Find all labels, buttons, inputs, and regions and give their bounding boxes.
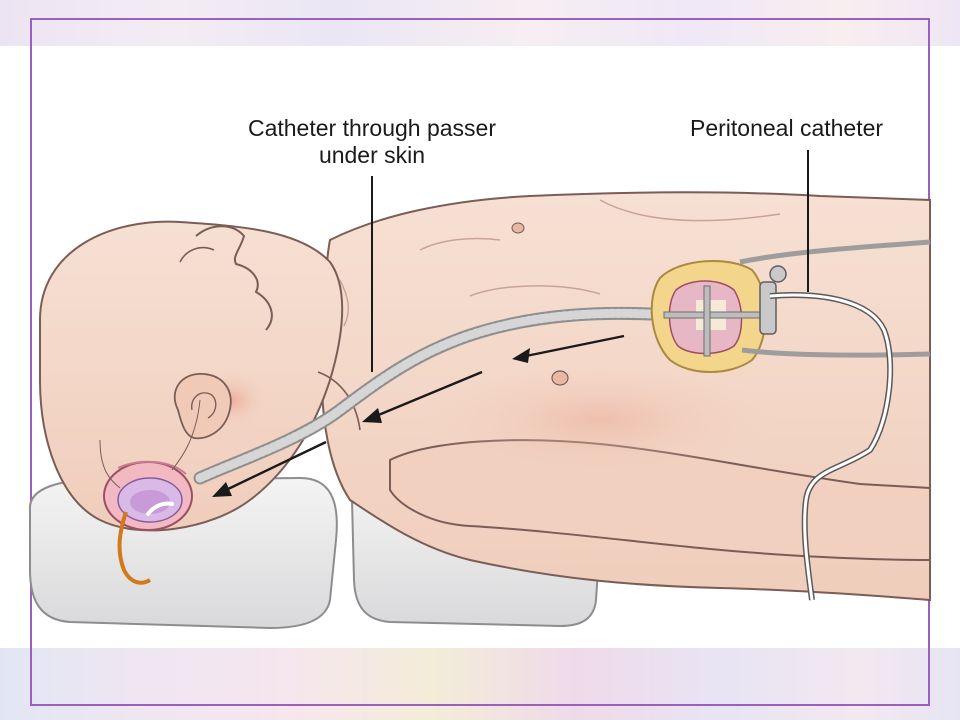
label-catheter-passer-line2: under skin bbox=[318, 142, 426, 168]
bottom-decorative-band bbox=[0, 648, 960, 720]
label-catheter-passer-line1: Catheter through passer bbox=[247, 115, 497, 141]
label-peritoneal-catheter: Peritoneal catheter bbox=[690, 115, 884, 141]
catheter-passer bbox=[193, 306, 657, 485]
top-decorative-band bbox=[0, 0, 960, 46]
direction-arrows bbox=[212, 334, 625, 497]
infant-body bbox=[320, 191, 931, 602]
ventricular-catheter-tube bbox=[117, 511, 152, 585]
label-catheter-passer: Catheter through passer under skin bbox=[222, 115, 522, 169]
abdominal-incision bbox=[650, 260, 787, 373]
surgical-illustration bbox=[28, 150, 931, 630]
